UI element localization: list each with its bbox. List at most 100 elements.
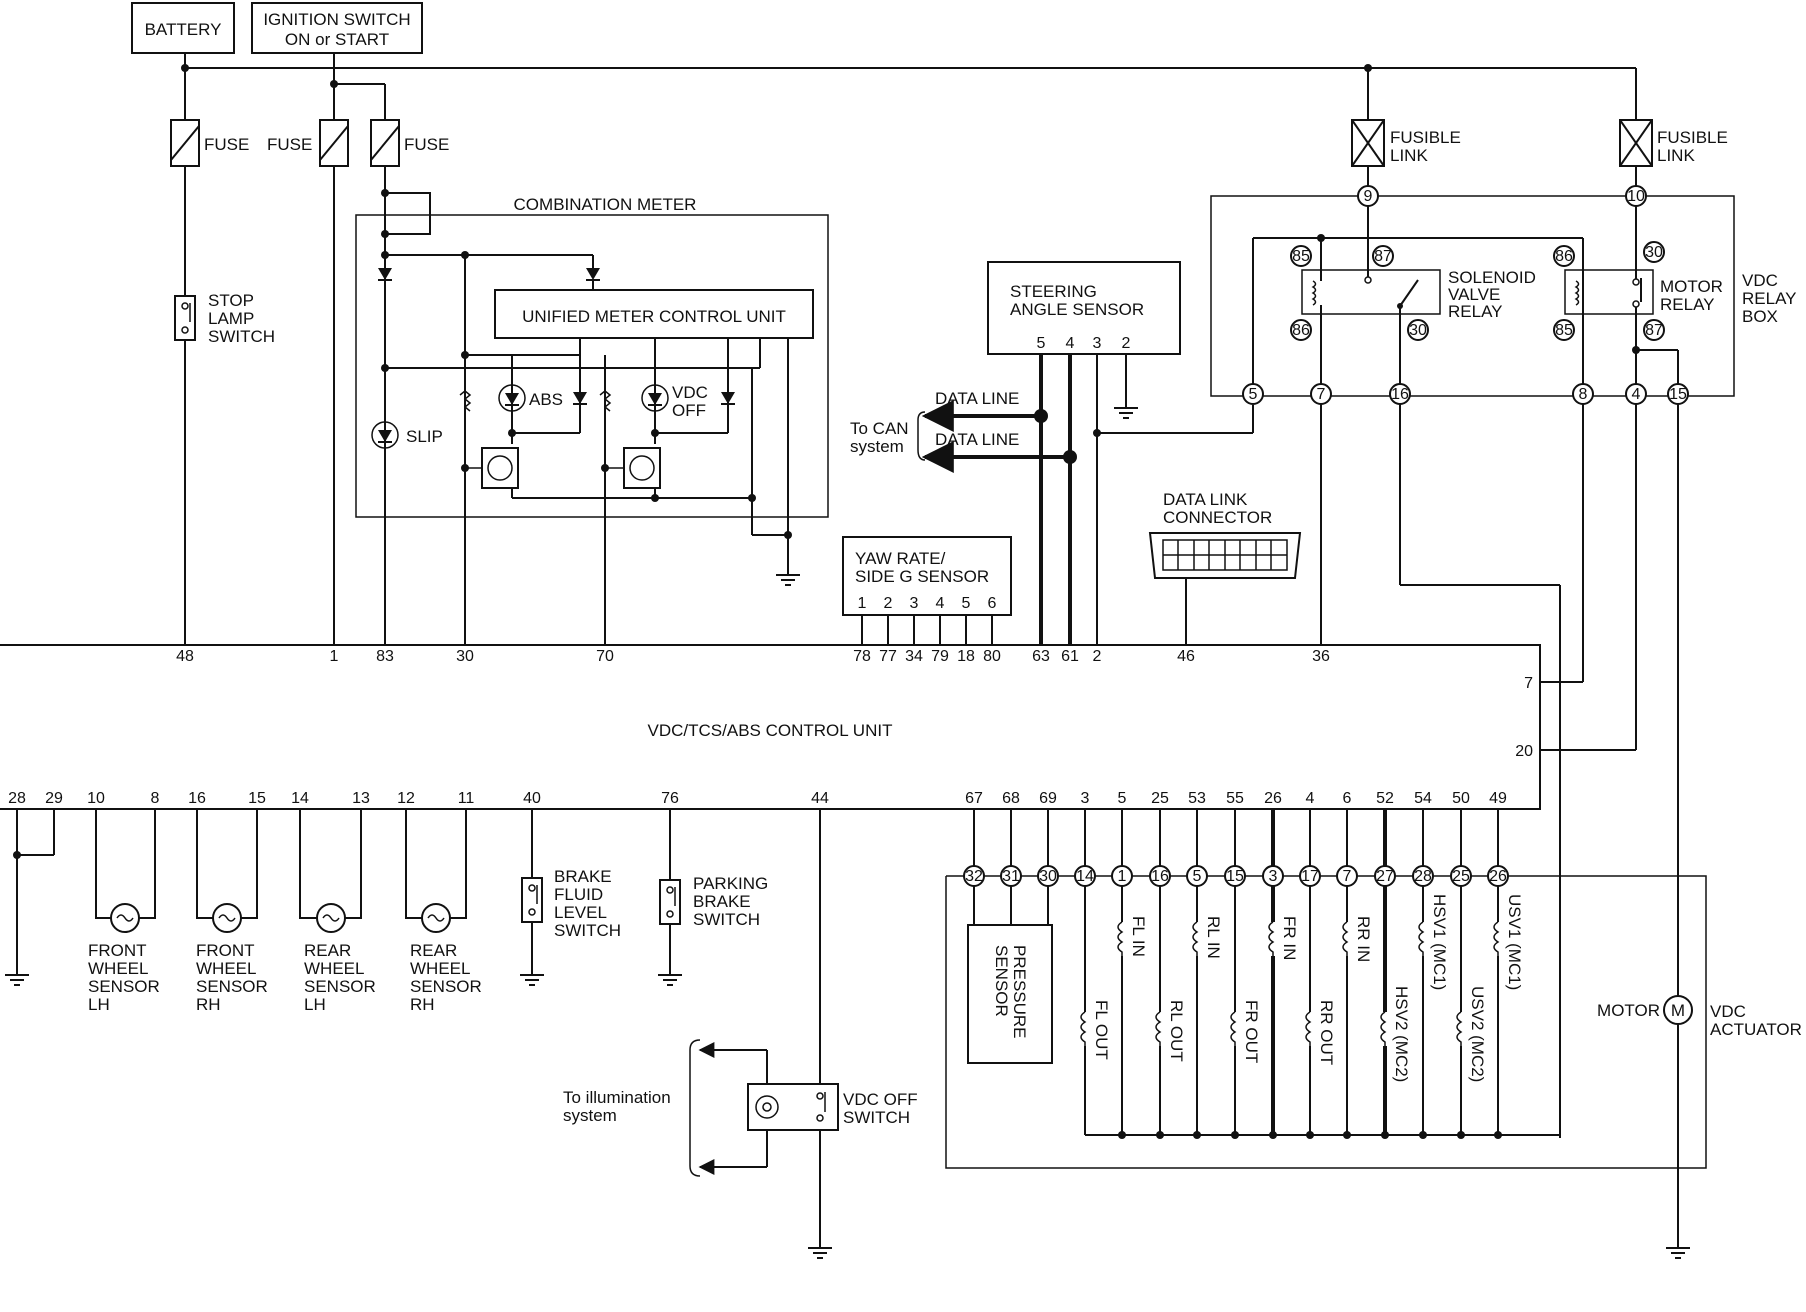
cu-pin-14: 14: [291, 790, 309, 807]
cu-pin-61: 61: [1061, 648, 1079, 665]
act-pin-31: 31: [1002, 868, 1020, 885]
relay-box-label-1: VDC: [1742, 271, 1778, 290]
yaw-pin-3: 3: [910, 595, 919, 612]
rear-rh-3: SENSOR: [410, 977, 482, 996]
vdc-off-label-1: VDC: [672, 383, 708, 402]
relay-box-pin-7: 7: [1317, 386, 1326, 403]
front-lh-2: WHEEL: [88, 959, 148, 978]
ignition-switch-state: ON or START: [285, 30, 389, 49]
stop-lamp-label-2: LAMP: [208, 309, 254, 328]
cu-pin-80: 80: [983, 648, 1001, 665]
vdc-off-switch-label-1: VDC OFF: [843, 1090, 918, 1109]
solenoid-pin-86: 86: [1292, 322, 1310, 339]
cu-pin-79: 79: [931, 648, 949, 665]
parking-3: SWITCH: [693, 910, 760, 929]
actuator-label-2: ACTUATOR: [1710, 1020, 1802, 1039]
coil-usv2: [1456, 1011, 1466, 1046]
rear-lh-3: SENSOR: [304, 977, 376, 996]
cu-pin-25: 25: [1151, 790, 1169, 807]
cu-pin-54: 54: [1414, 790, 1432, 807]
steering-pin-4: 4: [1066, 335, 1075, 352]
steering-angle-sensor: STEERING ANGLE SENSOR 5 4 3 2: [987, 261, 1181, 355]
abs-lamp-icon: [498, 384, 526, 412]
vdc-relay-box: VDC RELAY BOX 9 10 SOLENOID VALVE RELAY …: [1210, 185, 1797, 405]
cu-pin-44: 44: [811, 790, 829, 807]
yaw-pin-6: 6: [988, 595, 997, 612]
act-pin-5: 5: [1193, 868, 1202, 885]
label-fr-out: FR OUT: [1242, 1000, 1261, 1063]
cu-pin-53: 53: [1188, 790, 1206, 807]
cu-pin-29: 29: [45, 790, 63, 807]
act-pin-16: 16: [1151, 868, 1169, 885]
front-rh-2: WHEEL: [196, 959, 256, 978]
solenoid-pin-87: 87: [1374, 248, 1392, 265]
fuse-2-label: FUSE: [267, 135, 312, 154]
front-rh-1: FRONT: [196, 941, 255, 960]
rear-lh-1: REAR: [304, 941, 351, 960]
coil-rl-in: [1192, 921, 1202, 956]
stop-lamp-switch: STOP LAMP SWITCH: [174, 291, 275, 346]
cu-pin-5: 5: [1118, 790, 1127, 807]
ignition-switch-label: IGNITION SWITCH: [263, 10, 410, 29]
motor-relay-label-1: MOTOR: [1660, 277, 1723, 296]
relay-box-pin-15: 15: [1669, 386, 1687, 403]
cu-pin-30: 30: [456, 648, 474, 665]
vdc-actuator: VDC ACTUATOR 32 31 30 14 1 16 5 15: [945, 809, 1802, 1259]
slip-label: SLIP: [406, 427, 443, 446]
unified-meter-control-unit: [494, 289, 814, 339]
cu-pin-76: 76: [661, 790, 679, 807]
stop-lamp-label-1: STOP: [208, 291, 254, 310]
fusible-link-1-label: FUSIBLE: [1390, 128, 1461, 147]
cu-pin-7: 7: [1524, 675, 1533, 692]
data-line-2-label: DATA LINE: [935, 430, 1019, 449]
data-link-connector: DATA LINK CONNECTOR: [1148, 490, 1302, 579]
coil-usv1: [1493, 921, 1503, 956]
act-pin-15: 15: [1226, 868, 1244, 885]
brake-fluid-4: SWITCH: [554, 921, 621, 940]
cu-pin-10: 10: [87, 790, 105, 807]
can-data-lines: DATA LINE DATA LINE To CAN system: [850, 389, 1070, 473]
steering-label-2: ANGLE SENSOR: [1010, 300, 1144, 319]
solenoid-valve-relay: [1301, 269, 1441, 315]
cu-pin-1: 1: [330, 648, 339, 665]
cu-pin-16: 16: [188, 790, 206, 807]
steering-pin-3: 3: [1093, 335, 1102, 352]
abs-label: ABS: [529, 390, 563, 409]
brake-fluid-1: BRAKE: [554, 867, 612, 886]
motor-pin-87: 87: [1645, 322, 1663, 339]
front-lh-1: FRONT: [88, 941, 147, 960]
label-rr-out: RR OUT: [1317, 1000, 1336, 1065]
motor-pin-85: 85: [1555, 322, 1573, 339]
relay-box-label-3: BOX: [1742, 307, 1778, 326]
motor-pin-30: 30: [1645, 244, 1663, 261]
label-usv1: USV1 (MC1): [1505, 894, 1524, 990]
cu-pin-18: 18: [957, 648, 975, 665]
coil-rr-in: [1342, 921, 1352, 956]
unified-meter-label: UNIFIED METER CONTROL UNIT: [522, 307, 786, 326]
cu-pin-48: 48: [176, 648, 194, 665]
cu-pin-12: 12: [397, 790, 415, 807]
yaw-wires: [861, 615, 993, 645]
cu-pin-49: 49: [1489, 790, 1507, 807]
act-pin-7: 7: [1343, 868, 1352, 885]
rear-rh-2: WHEEL: [410, 959, 470, 978]
steering-label-1: STEERING: [1010, 282, 1097, 301]
to-can-label-2: system: [850, 437, 904, 456]
dlc-label-2: CONNECTOR: [1163, 508, 1272, 527]
dlc-label-1: DATA LINK: [1163, 490, 1248, 509]
vdc-control-unit: VDC/TCS/ABS CONTROL UNIT 48 1 83 30 70 7…: [0, 644, 1541, 810]
fusible-link-1: FUSIBLE LINK: [1351, 119, 1461, 167]
label-fr-in: FR IN: [1280, 916, 1299, 960]
brake-fluid-3: LEVEL: [554, 903, 607, 922]
rear-wheel-sensor-rh: REAR WHEEL SENSOR RH: [405, 809, 482, 1014]
front-lh-3: SENSOR: [88, 977, 160, 996]
cu-pin-55: 55: [1226, 790, 1244, 807]
cu-pin-36: 36: [1312, 648, 1330, 665]
rear-rh-1: REAR: [410, 941, 457, 960]
cu-pin-46: 46: [1177, 648, 1195, 665]
yaw-rate-sensor: YAW RATE/ SIDE G SENSOR 1 2 3 4 5 6: [842, 536, 1012, 616]
fusible-link-2: FUSIBLE LINK: [1619, 119, 1728, 167]
fusible-link-2-label2: LINK: [1657, 146, 1695, 165]
act-pin-32: 32: [965, 868, 983, 885]
